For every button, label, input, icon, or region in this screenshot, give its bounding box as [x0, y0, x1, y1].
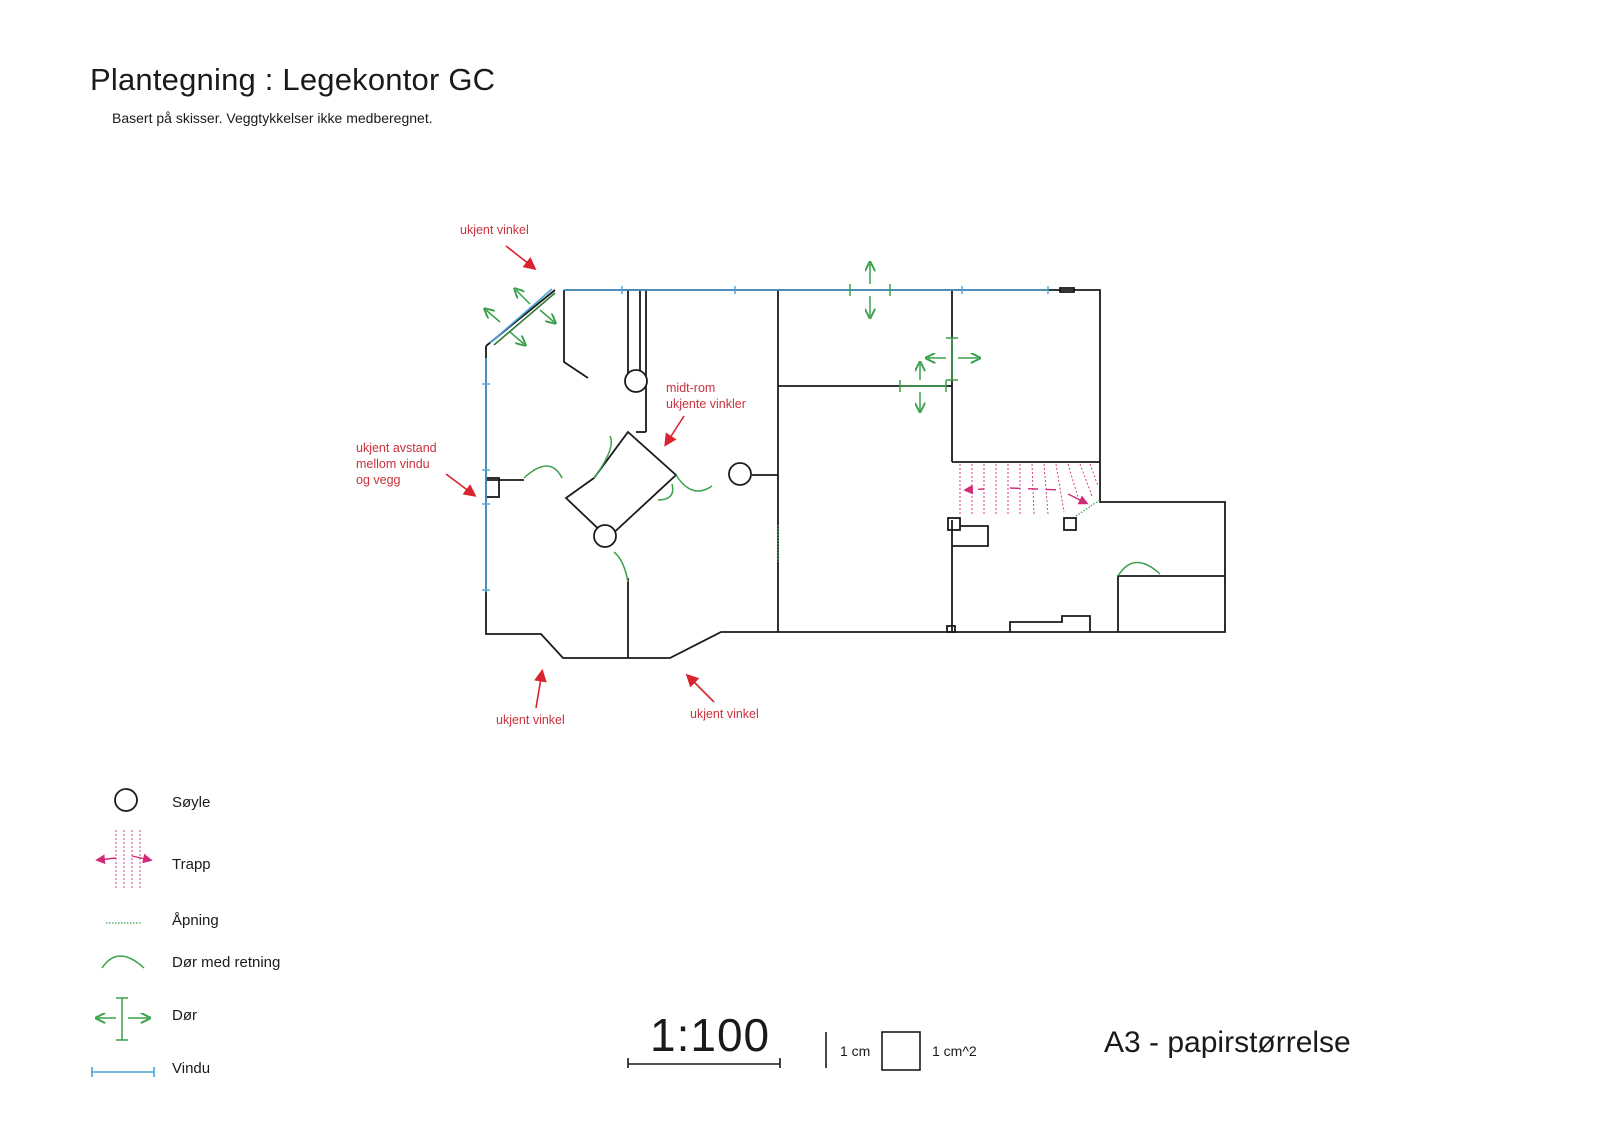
annotation-ukjent-avstand: ukjent avstand mellom vindu og vegg: [356, 441, 437, 487]
annotation-ukjent-vinkel-bottom-right: ukjent vinkel: [690, 707, 759, 721]
annotation-midt-rom: midt-rom ukjente vinkler: [666, 381, 746, 411]
page-title: Plantegning : Legekontor GC: [90, 62, 496, 97]
paper-size: A3 - papirstørrelse: [1104, 1026, 1351, 1059]
stairs-arrows: [963, 484, 1089, 505]
column: [728, 462, 752, 486]
legend-label-dor: Dør: [172, 1007, 197, 1024]
legend-window-icon: [91, 1067, 155, 1077]
annotation-arrows: [445, 245, 715, 709]
scale-unit-length: 1 cm: [840, 1043, 871, 1059]
legend-stairs-icon: [95, 830, 153, 890]
outer-wall: [485, 289, 1226, 659]
opening: [1075, 499, 1101, 517]
page-subtitle: Basert på skisser. Veggtykkelser ikke me…: [112, 110, 433, 126]
legend-symbols: [91, 788, 155, 1077]
doors: [486, 264, 1161, 583]
mid-room: [564, 430, 678, 540]
legend-label-soyle: Søyle: [172, 794, 211, 811]
legend-label-apning: Åpning: [172, 912, 219, 929]
columns: [593, 369, 752, 548]
column: [593, 524, 617, 548]
legend-door-icon: [98, 997, 148, 1041]
scale-ratio: 1:100: [650, 1009, 771, 1061]
windows: [482, 286, 1049, 592]
legend-label-dor-med-retning: Dør med retning: [172, 954, 281, 971]
legend-column-icon: [114, 788, 138, 812]
legend-door-swing-icon: [101, 955, 145, 969]
scale-unit-area: 1 cm^2: [932, 1043, 977, 1059]
legend-label-trapp: Trapp: [172, 856, 211, 873]
legend-label-vindu: Vindu: [172, 1060, 211, 1077]
annotation-ukjent-vinkel-top: ukjent vinkel: [460, 223, 529, 237]
column: [624, 369, 648, 393]
scale-bar: [627, 1058, 781, 1068]
scale-unit-square: [881, 1031, 921, 1071]
annotation-ukjent-vinkel-bottom-left: ukjent vinkel: [496, 713, 565, 727]
wall-segment: [563, 290, 589, 379]
